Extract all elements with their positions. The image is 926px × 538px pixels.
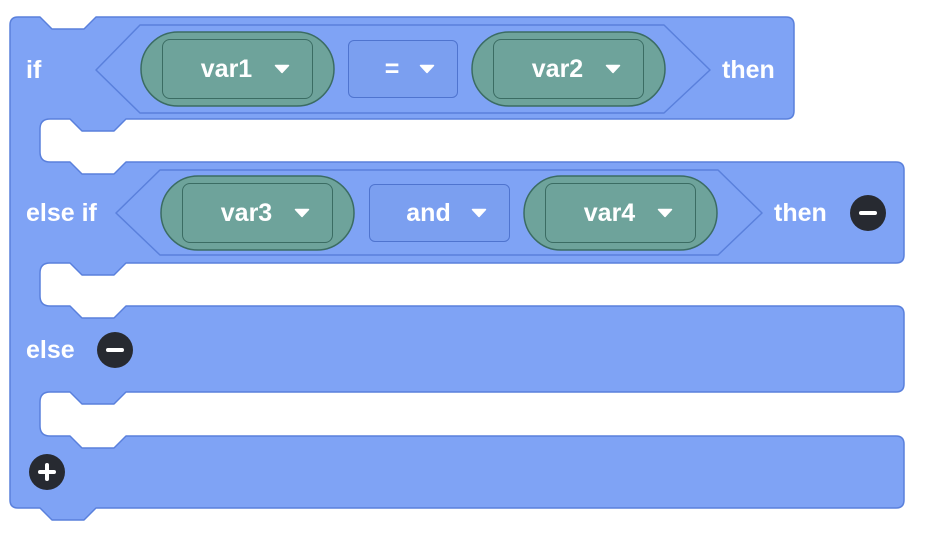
operator-2-value: and	[406, 198, 451, 227]
var4-value: var4	[583, 198, 636, 227]
caret-down-icon	[471, 208, 487, 218]
then-label-2: then	[774, 199, 827, 227]
add-branch-button[interactable]	[29, 454, 65, 490]
else-label: else	[26, 336, 75, 364]
var4-dropdown[interactable]: var4	[545, 183, 696, 243]
then-label-1: then	[722, 56, 775, 84]
var3-dropdown[interactable]: var3	[182, 183, 333, 243]
operator-dropdown-1[interactable]: =	[348, 40, 458, 98]
operator-1-value: =	[384, 54, 400, 83]
minus-icon	[106, 348, 124, 352]
var1-value: var1	[200, 54, 253, 83]
operator-dropdown-2[interactable]: and	[369, 184, 510, 242]
minus-icon	[859, 211, 877, 215]
var2-dropdown[interactable]: var2	[493, 39, 644, 99]
caret-down-icon	[294, 208, 310, 218]
var1-dropdown[interactable]: var1	[162, 39, 313, 99]
caret-down-icon	[605, 64, 621, 74]
remove-else-if-button[interactable]	[850, 195, 886, 231]
caret-down-icon	[419, 64, 435, 74]
else-if-label: else if	[26, 199, 97, 227]
remove-else-button[interactable]	[97, 332, 133, 368]
var3-value: var3	[220, 198, 273, 227]
caret-down-icon	[657, 208, 673, 218]
if-label: if	[26, 56, 42, 84]
plus-icon-vertical	[45, 463, 49, 481]
var2-value: var2	[531, 54, 584, 83]
caret-down-icon	[274, 64, 290, 74]
